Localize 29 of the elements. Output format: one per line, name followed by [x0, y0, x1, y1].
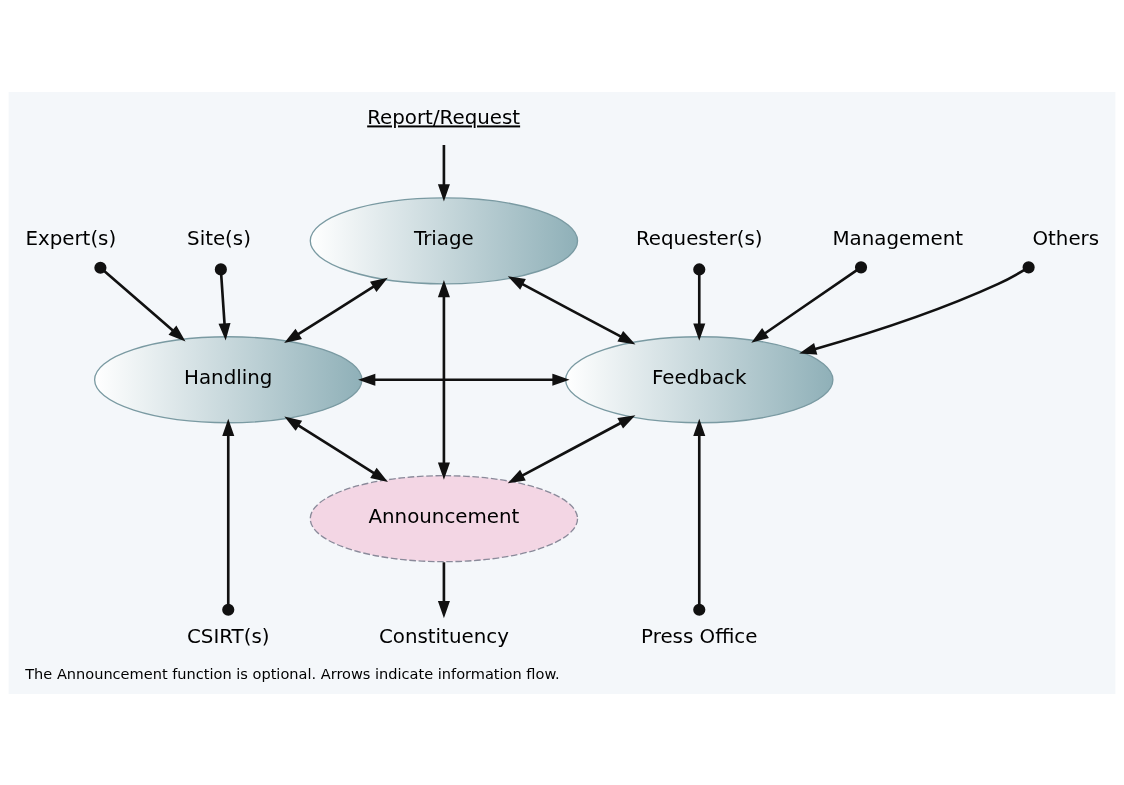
- node-ellipse: Feedback: [565, 335, 834, 423]
- node-text: Report/Request: [367, 105, 521, 129]
- arrow: [693, 418, 706, 616]
- node-text: Management: [832, 226, 964, 250]
- node-ellipse: Triage: [309, 196, 579, 284]
- arrow: [437, 561, 450, 618]
- arrow: [222, 418, 235, 616]
- arrow: [507, 414, 636, 483]
- caption: The Announcement function is optional. Arrows indicate information flow.: [25, 664, 560, 682]
- arrow: [751, 260, 868, 343]
- node-ellipse: Handling: [93, 335, 363, 423]
- node-text: Site(s): [187, 226, 251, 250]
- arrow: [358, 373, 570, 386]
- arrow: [799, 260, 1035, 355]
- node-ellipse: Announcement: [309, 474, 579, 562]
- arrow: [94, 261, 186, 341]
- arrow: [437, 144, 450, 202]
- node-text: Expert(s): [25, 226, 117, 250]
- arrow: [284, 277, 388, 343]
- node-text: Constituency: [378, 624, 509, 648]
- node-text: Press Office: [641, 624, 758, 648]
- arrow: [284, 416, 388, 482]
- arrow: [693, 262, 706, 341]
- arrow: [507, 275, 636, 344]
- node-text: CSIRT(s): [186, 624, 270, 648]
- arrow: [214, 262, 231, 341]
- node-text: Requester(s): [635, 226, 763, 250]
- arrow: [437, 279, 450, 480]
- node-text: Others: [1032, 226, 1100, 250]
